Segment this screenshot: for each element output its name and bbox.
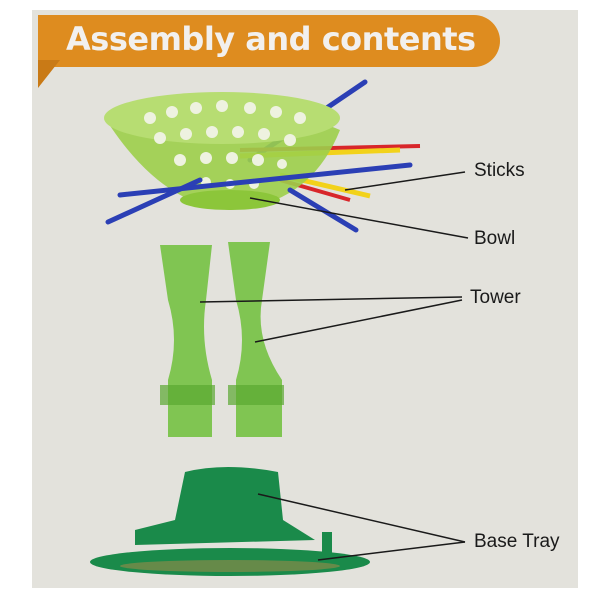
banner-tail [38, 60, 60, 88]
bowl [104, 92, 340, 210]
leader-lines [199, 171, 469, 561]
label-tower: Tower [470, 287, 521, 308]
page-title: Assembly and contents [66, 20, 476, 58]
label-sticks: Sticks [474, 160, 525, 181]
label-bowl: Bowl [474, 228, 516, 249]
title-banner [38, 15, 500, 67]
tower [160, 242, 284, 437]
label-base-tray: Base Tray [474, 531, 560, 552]
base-tray [90, 467, 370, 576]
